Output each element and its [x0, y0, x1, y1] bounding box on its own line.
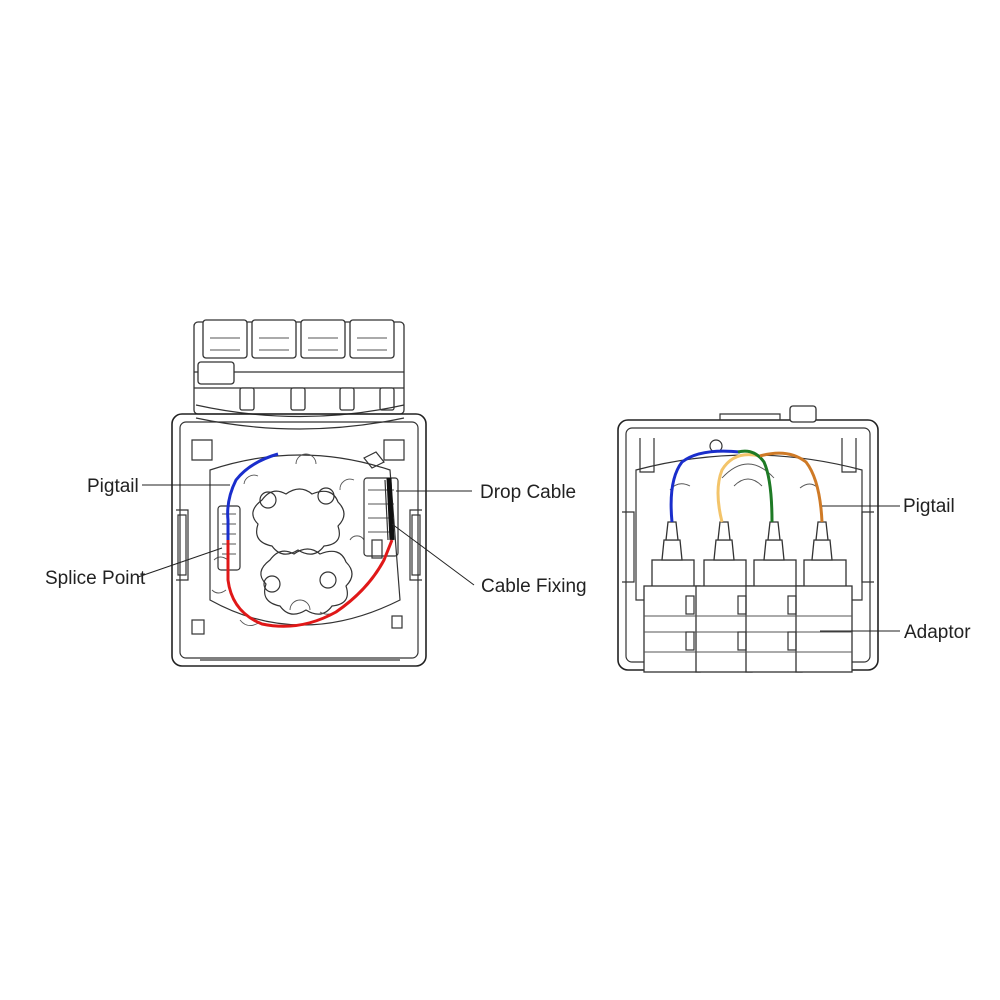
splice-fiber-red [226, 539, 394, 628]
leader-cable-fixing [391, 523, 475, 586]
label-drop-cable: Drop Cable [480, 482, 576, 503]
cable-fixing-clamp [363, 451, 399, 559]
left-top-adaptor-block [193, 319, 405, 430]
label-cable-fixing: Cable Fixing [481, 576, 587, 597]
pigtail-fiber-yellow [716, 453, 761, 523]
drop-cable-sheath [384, 479, 389, 541]
adaptor-row [643, 521, 853, 673]
pigtail-fiber-orange [759, 451, 824, 523]
pigtail-fiber-green [737, 449, 774, 523]
pigtail-fiber-blue [226, 452, 279, 540]
right-terminal-box [617, 405, 879, 673]
drop-cable-black [386, 477, 395, 541]
leader-lines [137, 484, 900, 632]
left-terminal-box [171, 319, 427, 667]
pigtail-fiber-blue [669, 449, 741, 523]
label-pigtail-left: Pigtail [87, 476, 139, 497]
label-pigtail-right: Pigtail [903, 496, 955, 517]
leader-splice-point [137, 547, 223, 578]
label-splice-point: Splice Point [45, 568, 146, 589]
label-adaptor: Adaptor [904, 622, 971, 643]
